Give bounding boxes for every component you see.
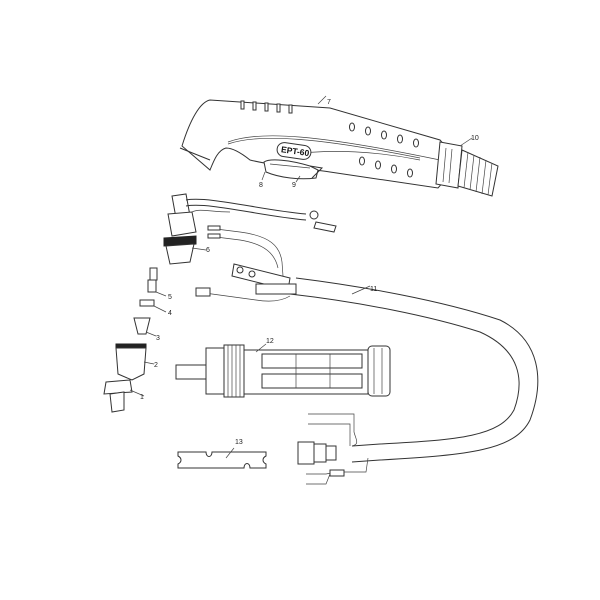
trigger-part-8-9 xyxy=(263,159,324,180)
connector-adapter-part-12 xyxy=(175,343,391,398)
leader-6 xyxy=(191,247,207,251)
strain-relief-part-10 xyxy=(435,137,499,197)
handle-part-7: EPT-60 xyxy=(179,95,448,189)
leader-13 xyxy=(225,447,235,459)
label-3: 3 xyxy=(156,335,160,342)
label-10: 10 xyxy=(471,135,479,142)
leader-11 xyxy=(351,285,371,295)
spacer-part-13 xyxy=(177,447,267,469)
leader-8 xyxy=(261,171,266,181)
leader-9 xyxy=(295,175,301,183)
label-9: 9 xyxy=(292,182,296,189)
label-8: 8 xyxy=(259,182,263,189)
model-badge: EPT-60 xyxy=(276,142,312,160)
leader-10 xyxy=(459,137,473,147)
part-labels: 1 2 3 4 5 6 7 8 9 10 11 12 13 xyxy=(140,99,479,446)
leader-7 xyxy=(317,95,327,105)
label-12: 12 xyxy=(266,338,274,345)
leader-12 xyxy=(255,343,267,353)
label-11: 11 xyxy=(370,286,377,293)
label-1: 1 xyxy=(140,394,144,401)
label-7: 7 xyxy=(327,99,331,106)
tip-part-3 xyxy=(133,317,157,337)
electrode-part-5 xyxy=(147,267,167,297)
hose-end-fitting xyxy=(297,413,369,485)
label-5: 5 xyxy=(168,294,172,301)
retaining-cup-part-2 xyxy=(115,343,155,381)
label-2: 2 xyxy=(154,362,158,369)
nozzle-shield-part-1 xyxy=(103,379,145,413)
cable-hose-part-11 xyxy=(289,277,539,463)
grip-slots xyxy=(240,100,419,178)
torch-head-part-6 xyxy=(163,193,307,265)
label-13: 13 xyxy=(235,439,243,446)
svg-text:EPT-60: EPT-60 xyxy=(280,144,310,158)
label-4: 4 xyxy=(168,310,172,317)
label-6: 6 xyxy=(206,247,210,254)
head-leads xyxy=(195,210,337,302)
swirl-ring-part-4 xyxy=(139,299,167,313)
